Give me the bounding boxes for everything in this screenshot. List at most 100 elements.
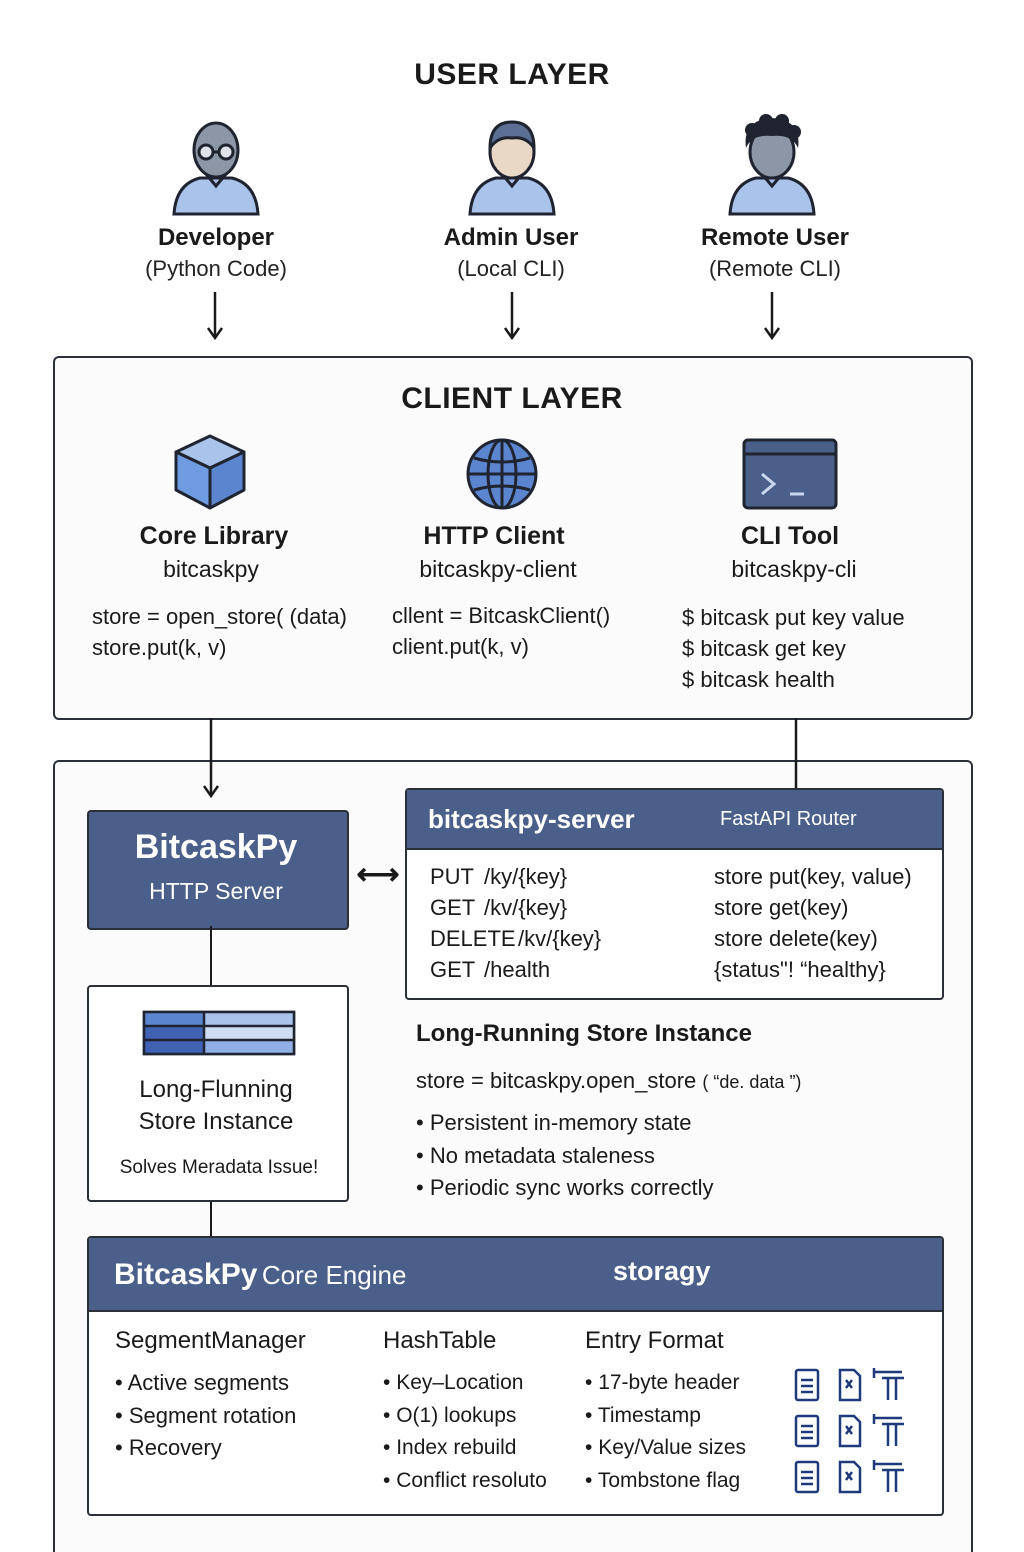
client-layer-box xyxy=(53,356,973,720)
storage-label: storagy xyxy=(613,1256,711,1286)
document-icon xyxy=(794,1460,820,1494)
route-path: /kv/{key} xyxy=(518,926,602,951)
admin-avatar-icon xyxy=(468,120,556,216)
bidirectional-arrow: ⟷ xyxy=(356,858,400,891)
route-methods: PUT GET DELETE GET xyxy=(430,861,516,985)
list-item: Key–Location xyxy=(383,1367,547,1400)
route-actions: store put(key, value) store get(key) sto… xyxy=(714,861,912,985)
code-line: client.put(k, v) xyxy=(392,634,529,659)
route-action: store get(key) xyxy=(714,895,849,920)
http-server-subtitle: HTTP Server xyxy=(149,878,283,904)
entry-format-heading: Entry Format xyxy=(585,1327,724,1354)
document-icon xyxy=(794,1368,820,1402)
globe-icon xyxy=(466,438,538,510)
user-admin-name: Admin User xyxy=(443,224,579,251)
http-server-title: BitcaskPy xyxy=(134,828,298,866)
user-remote-name: Remote User xyxy=(700,224,850,251)
route-path: /ky/{key} xyxy=(484,864,568,889)
user-layer-title: USER LAYER xyxy=(414,58,610,91)
client-core-code: store = open_store( (data) store.put(k, … xyxy=(92,601,347,663)
column-icon xyxy=(872,1460,904,1492)
route-action: store put(key, value) xyxy=(714,864,912,889)
store-bullet: Persistent in-memory state xyxy=(416,1107,713,1140)
file-icon xyxy=(838,1414,862,1448)
core-engine-title: BitcaskPy Core Engine xyxy=(114,1258,406,1292)
store-instance-title-1: Long-Flunning xyxy=(139,1076,293,1103)
developer-avatar-icon xyxy=(172,121,260,216)
list-item: Conflict resoluto xyxy=(383,1465,547,1498)
document-icon xyxy=(794,1414,820,1448)
client-http-name: HTTP Client xyxy=(423,522,565,550)
connector-store-engine xyxy=(210,1198,212,1236)
client-cli-code: $ bitcask put key value $ bitcask get ke… xyxy=(682,602,905,695)
route-path: /kv/{key} xyxy=(484,895,568,920)
router-header xyxy=(407,790,942,850)
user-developer-sub: (Python Code) xyxy=(145,256,287,281)
file-icon xyxy=(838,1460,862,1494)
store-bullet: No metadata staleness xyxy=(416,1140,713,1173)
list-item: Tombstone flag xyxy=(585,1465,746,1498)
list-item: Segment rotation xyxy=(115,1400,297,1433)
core-engine-title-rest: Core Engine xyxy=(261,1260,407,1290)
route-path: /health xyxy=(484,957,551,982)
code-line: store.put(k, v) xyxy=(92,635,227,660)
router-box xyxy=(405,788,944,1000)
http-server-box xyxy=(87,810,349,930)
client-core-name: Core Library xyxy=(139,522,289,550)
store-instance-title-2: Store Instance xyxy=(138,1108,294,1135)
user-developer-name: Developer xyxy=(157,224,275,251)
route-method: DELETE xyxy=(430,926,516,951)
store-code-arg: ( “de. data ”) xyxy=(702,1072,802,1092)
store-bullets: Persistent in-memory state No metadata s… xyxy=(416,1107,714,1205)
route-method: PUT xyxy=(430,864,474,889)
cube-icon xyxy=(174,434,246,510)
hashtable-heading: HashTable xyxy=(383,1327,497,1354)
route-action: store delete(key) xyxy=(714,926,878,951)
client-cli-pkg: bitcaskpy-cli xyxy=(731,556,857,582)
router-name: bitcaskpy-server xyxy=(428,804,635,834)
segment-manager-heading: SegmentManager xyxy=(115,1327,306,1354)
user-to-client-arrows xyxy=(206,292,781,341)
store-bullet: Periodic sync works correctly xyxy=(416,1172,714,1205)
route-method: GET xyxy=(430,957,476,982)
entry-format-items: 17-byte header Timestamp Key/Value sizes… xyxy=(585,1367,746,1497)
code-line: $ bitcask get key xyxy=(682,636,846,661)
code-line: $ bitcask health xyxy=(682,667,835,692)
router-label: FastAPI Router xyxy=(720,808,857,830)
list-item: 17-byte header xyxy=(585,1367,746,1400)
store-heading: Long-Running Store Instance xyxy=(416,1020,752,1047)
user-admin-sub: (Local CLI) xyxy=(457,256,565,281)
table-icon xyxy=(142,1010,296,1056)
code-line: cllent = BitcaskClient() xyxy=(392,603,611,628)
client-http-code: cllent = BitcaskClient() client.put(k, v… xyxy=(392,600,610,662)
file-icons xyxy=(794,1368,904,1494)
route-paths: /ky/{key} /kv/{key} /kv/{key} /health xyxy=(484,861,601,985)
code-line: $ bitcask put key value xyxy=(682,605,905,630)
column-icon xyxy=(872,1414,904,1446)
list-item: O(1) lookups xyxy=(383,1400,547,1433)
route-action: {status"! “healthy} xyxy=(714,957,886,982)
client-http-pkg: bitcaskpy-client xyxy=(419,556,577,582)
client-layer-title: CLIENT LAYER xyxy=(401,382,623,415)
terminal-icon xyxy=(742,438,838,510)
user-remote-sub: (Remote CLI) xyxy=(708,256,842,281)
list-item: Active segments xyxy=(115,1367,296,1400)
store-code: store = bitcaskpy.open_store ( “de. data… xyxy=(416,1068,801,1094)
client-cli-name: CLI Tool xyxy=(740,522,840,550)
segment-manager-items: Active segments Segment rotation Recover… xyxy=(115,1367,297,1465)
column-icon xyxy=(872,1368,904,1400)
client-core-pkg: bitcaskpy xyxy=(163,556,259,582)
store-instance-note: Solves Meradata Issue! xyxy=(119,1157,319,1178)
core-engine-header xyxy=(89,1238,942,1312)
code-line: store = open_store( (data) xyxy=(92,604,347,629)
list-item: Index rebuild xyxy=(383,1432,547,1465)
client-to-server-connectors xyxy=(202,718,798,799)
file-icon xyxy=(838,1368,862,1402)
list-item: Recovery xyxy=(115,1432,296,1465)
remote-avatar-icon xyxy=(728,114,816,216)
hashtable-items: Key–Location O(1) lookups Index rebuild … xyxy=(383,1367,547,1497)
connector-server-store xyxy=(210,926,212,986)
list-item: Key/Value sizes xyxy=(585,1432,746,1465)
store-code-main: store = bitcaskpy.open_store xyxy=(416,1068,697,1093)
route-method: GET xyxy=(430,895,476,920)
